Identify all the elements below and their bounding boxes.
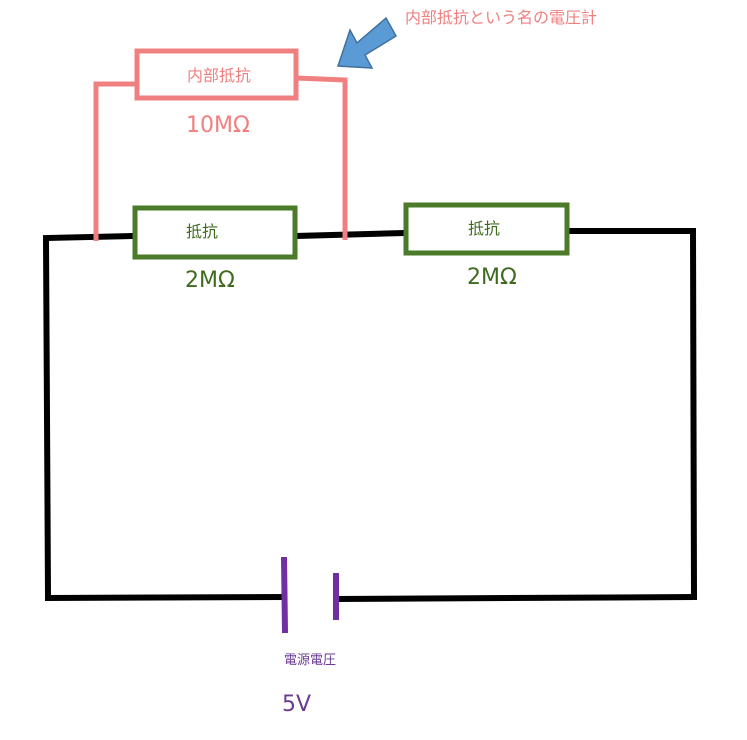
voltmeter-label: 内部抵抗 [187, 66, 252, 85]
resistor-2-box [403, 202, 570, 256]
battery-long-plate [281, 556, 288, 634]
resistor-2-label: 抵抗 [468, 219, 501, 238]
battery-label: 電源電圧 [284, 653, 337, 668]
arrow-icon [336, 16, 398, 69]
voltmeter-value: 10MΩ [186, 113, 250, 138]
resistor-2-value: 2MΩ [467, 265, 517, 290]
voltmeter-branch [93, 48, 348, 241]
bottom-left-wire [44, 593, 288, 602]
bottom-right-wire [332, 593, 698, 603]
top-right-wire [564, 228, 698, 601]
voltmeter-annotation: 内部抵抗という名の電圧計 [405, 8, 598, 27]
voltmeter-right-lead [295, 75, 348, 240]
circuit-wires [42, 228, 698, 603]
top-left-wire [42, 232, 139, 600]
middle-wire [291, 229, 410, 240]
resistor-1-label: 抵抗 [186, 222, 219, 241]
voltmeter-box [134, 48, 299, 101]
resistor-1-value: 2MΩ [185, 268, 235, 293]
battery-value: 5V [282, 692, 312, 717]
battery-symbol [281, 556, 339, 634]
resistor-1-box [132, 205, 298, 260]
voltmeter-left-lead [93, 81, 137, 241]
